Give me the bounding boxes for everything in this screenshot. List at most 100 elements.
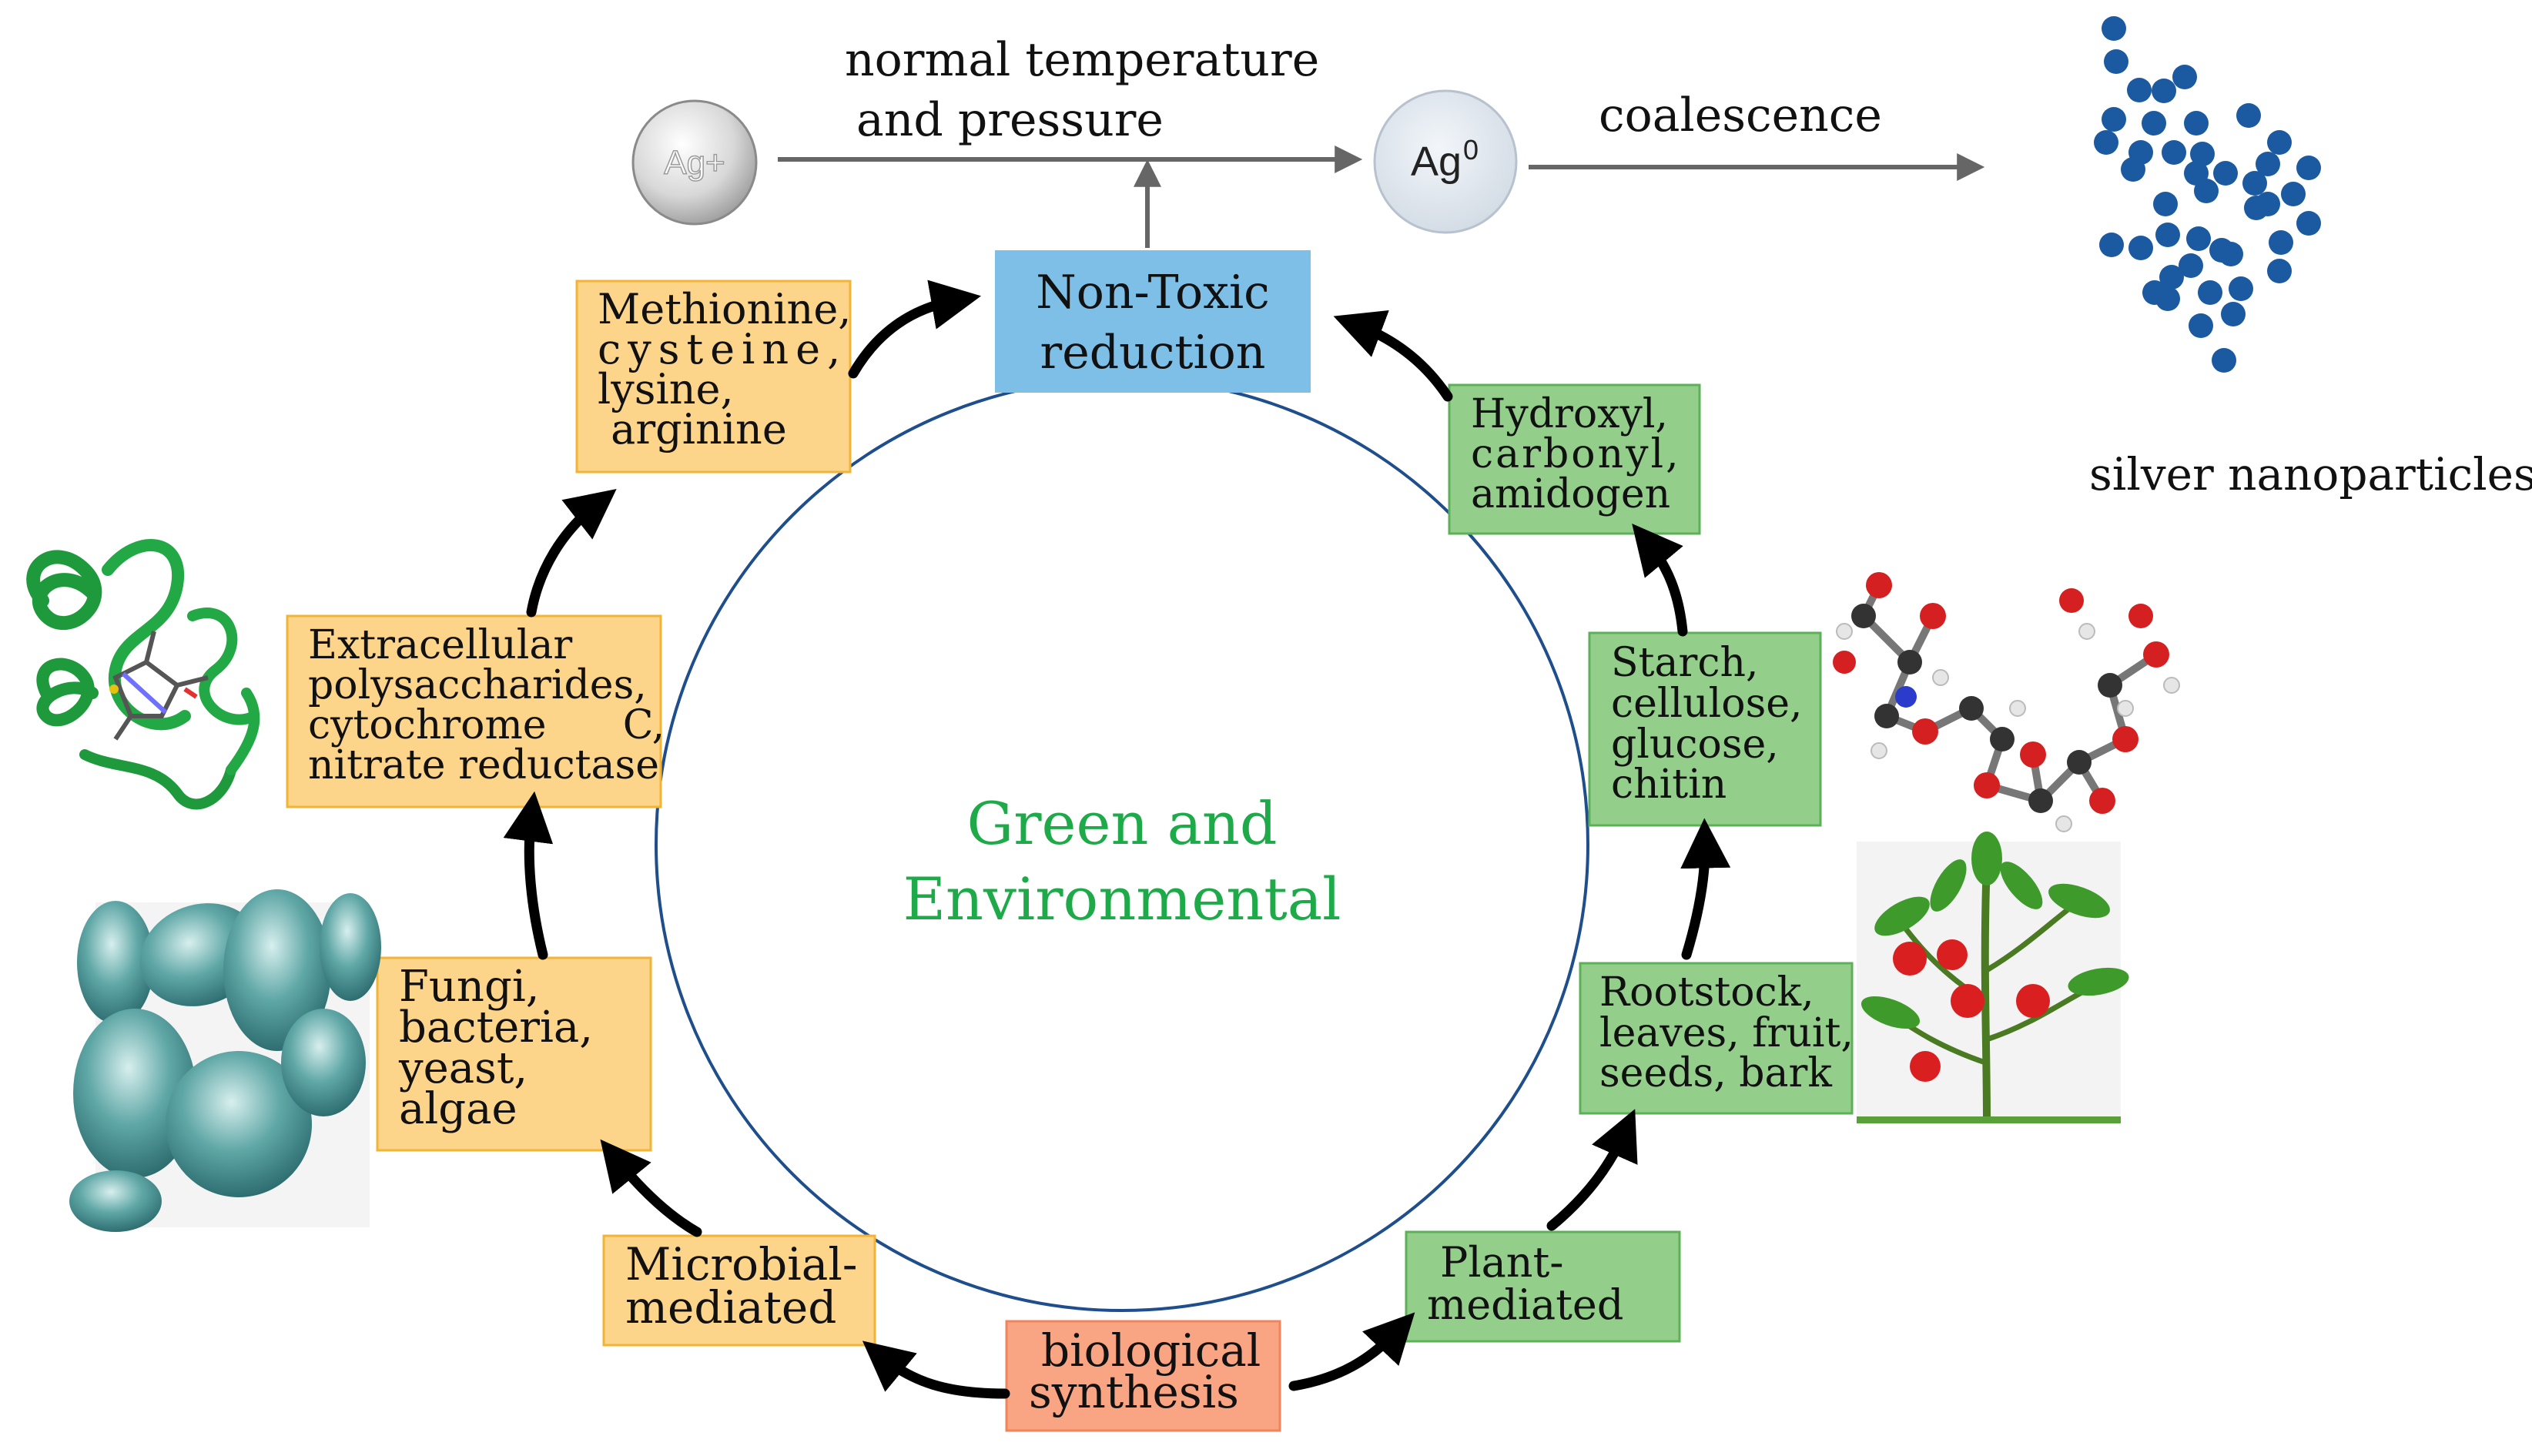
nanoparticle-dot [2198, 280, 2222, 305]
box-non-toxic-reduction: Non-Toxic reduction [995, 250, 1311, 393]
nanoparticle-dot [2212, 348, 2236, 373]
box-rootstock-line2: leaves, fruit, [1599, 1010, 1854, 1056]
ag-ion-label: Ag+ [664, 144, 725, 182]
box-non-toxic-line1: Non-Toxic [1036, 266, 1270, 320]
nanoparticle-dot [2128, 236, 2153, 260]
box-fungi-line2: bacteria, [399, 1002, 593, 1053]
nanoparticle-dot [2153, 192, 2178, 216]
nanoparticle-dot [2244, 196, 2269, 220]
box-fungi-line3: yeast, [398, 1043, 528, 1093]
microbe-cells-image [69, 889, 381, 1232]
nanoparticle-dot [2194, 179, 2219, 203]
box-poly-line1: Extracellular [308, 622, 572, 668]
arrow-fungi-to-poly [503, 791, 554, 960]
nanoparticle-dot [2186, 226, 2211, 251]
nanoparticle-dot [2102, 16, 2126, 41]
arrow-hydroxyl-to-reduction [1333, 310, 1453, 402]
box-amino-line1: Methionine, [598, 285, 851, 333]
box-rootstock: Rootstock, leaves, fruit, seeds, bark [1579, 962, 1854, 1115]
arrow-rootstock-to-starch [1680, 818, 1731, 960]
box-poly-line4: nitrate reductase [308, 742, 659, 788]
nanoparticle-dot [2121, 157, 2145, 182]
nanoparticle-dot [2155, 223, 2180, 247]
box-polysaccharides: Extracellular polysaccharides, cytochrom… [286, 614, 665, 808]
box-biological-synthesis: biological synthesis [1005, 1320, 1281, 1432]
box-hydroxyl: Hydroxyl, carbonyl, amidogen [1448, 383, 1701, 535]
nanoparticle-dot [2242, 171, 2267, 196]
nanoparticle-dot [2256, 152, 2280, 176]
box-plant-mediated: Plant- mediated [1405, 1230, 1681, 1343]
arrow-bio-to-plant [1288, 1312, 1415, 1391]
box-non-toxic-line2: reduction [1040, 326, 1266, 380]
nanoparticle-dot [2296, 211, 2321, 236]
nanoparticle-dot [2213, 161, 2238, 186]
box-amino-line4: arginine [598, 405, 787, 454]
nanoparticle-dot [2094, 130, 2118, 155]
center-label-line2: Environmental [903, 865, 1341, 933]
nanoparticle-dot [2184, 111, 2209, 136]
nanoparticle-dot [2172, 65, 2197, 89]
box-bio-line2: synthesis [1029, 1366, 1239, 1418]
nanoparticle-dot [2221, 302, 2246, 326]
nanoparticle-dot [2269, 230, 2293, 255]
nanoparticle-dot [2142, 280, 2167, 305]
nanoparticle-dot [2229, 276, 2253, 301]
tomato-plant-image [1857, 832, 2129, 1123]
arrow-microbial-to-fungi [600, 1139, 702, 1237]
arrow-plant-to-rootstock [1546, 1109, 1638, 1231]
coalescence-label: coalescence [1599, 89, 1882, 142]
box-starch: Starch, cellulose, glucose, chitin [1588, 631, 1822, 827]
ag-atom: Ag 0 [1373, 89, 1518, 234]
nanoparticle-dot [2152, 79, 2176, 103]
ag-atom-label: Ag [1411, 139, 1462, 185]
nanoparticle-dot [2104, 49, 2128, 74]
box-starch-line2: cellulose, [1611, 681, 1803, 727]
box-hydroxyl-line2: carbonyl, [1471, 431, 1681, 477]
box-poly-line3: cytochrome C, [308, 702, 665, 748]
box-amino-line2: cysteine, [598, 325, 847, 373]
cycle-arrows [503, 279, 1731, 1399]
center-label-line1: Green and [966, 789, 1277, 858]
nanoparticle-dot [2267, 259, 2292, 283]
box-bio-line1: biological [1041, 1324, 1261, 1377]
box-starch-line3: glucose, [1611, 721, 1779, 768]
box-hydroxyl-line3: amidogen [1471, 471, 1670, 517]
box-fungi: Fungi, bacteria, yeast, algae [376, 956, 652, 1152]
nanoparticle-dot [2189, 313, 2213, 338]
nanoparticle-dot [2190, 142, 2215, 166]
box-fungi-line1: Fungi, [399, 962, 540, 1012]
box-starch-line4: chitin [1611, 761, 1727, 808]
box-rootstock-line3: seeds, bark [1599, 1050, 1832, 1096]
box-microbial-line2: mediated [625, 1281, 836, 1334]
ag-ion: Ag+ [631, 99, 758, 226]
nanoparticle-dot [2179, 253, 2203, 278]
arrow-starch-to-hydroxyl [1632, 524, 1688, 637]
nanoparticle-cluster [2094, 16, 2321, 373]
nanoparticle-dot [2267, 130, 2292, 155]
box-poly-line2: polysaccharides, [308, 662, 647, 708]
nanoparticle-dot [2159, 265, 2184, 290]
nanoparticle-dot [2127, 78, 2152, 102]
nanoparticle-dot [2162, 140, 2186, 165]
molecule-structure-image [1833, 572, 2180, 832]
nanoparticles-label: silver nanoparticles [2089, 448, 2532, 500]
nanoparticle-dot [2236, 103, 2261, 128]
arrow-poly-to-amino [526, 489, 617, 618]
condition-label-line2: and pressure [856, 93, 1164, 147]
box-fungi-line4: algae [399, 1084, 517, 1134]
arrow-amino-to-reduction [848, 279, 982, 379]
arrow-bio-to-microbial [862, 1341, 1010, 1399]
box-microbial-line1: Microbial- [625, 1238, 857, 1290]
nanoparticle-dot [2142, 111, 2166, 136]
nanoparticle-dot [2281, 182, 2306, 206]
box-plant-line2: mediated [1427, 1280, 1623, 1329]
box-amino-line3: lysine, [598, 365, 734, 413]
protein-structure-image [26, 539, 260, 810]
nanoparticle-dot [2296, 156, 2321, 180]
box-amino-acids: Methionine, cysteine, lysine, arginine [575, 279, 852, 474]
condition-label-line1: normal temperature [845, 33, 1319, 87]
nanoparticle-dot [2102, 107, 2126, 132]
box-plant-line1: Plant- [1440, 1238, 1564, 1287]
nanoparticle-dot [2209, 238, 2234, 263]
